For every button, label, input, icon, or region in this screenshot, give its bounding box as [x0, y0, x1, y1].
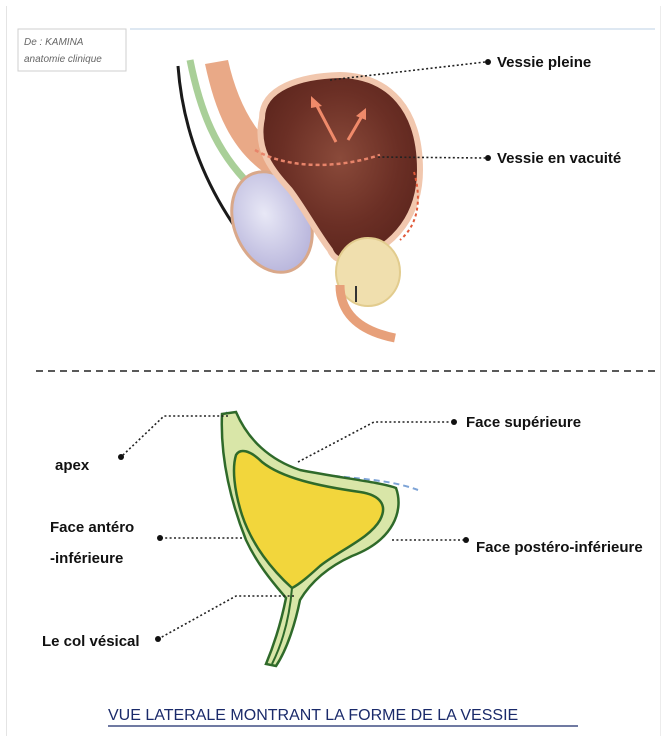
- source-box: De : KAMINA anatomie clinique: [18, 29, 126, 71]
- bladder-schematic: [222, 412, 418, 666]
- empty-bladder-dot: [485, 155, 491, 161]
- superior-face-label: Face supérieure: [466, 414, 581, 431]
- full-bladder-leader: [330, 62, 485, 80]
- superior-face-dot: [451, 419, 457, 425]
- sagittal-bladder-illustration: [178, 60, 420, 338]
- bladder-neck-dot: [155, 636, 161, 642]
- posteroinferior-label: Face postéro-inférieure: [476, 539, 643, 556]
- anteroinferior-label-line2: -inférieure: [50, 550, 123, 567]
- apex-label: apex: [55, 457, 90, 474]
- apex-leader: [122, 416, 228, 456]
- source-line-1: De : KAMINA: [24, 37, 84, 48]
- full-bladder-label: Vessie pleine: [497, 54, 591, 71]
- apex-dot: [118, 454, 124, 460]
- source-line-2: anatomie clinique: [24, 54, 102, 65]
- superior-face-leader: [298, 422, 450, 462]
- figure-caption: VUE LATERALE MONTRANT LA FORME DE LA VES…: [108, 707, 518, 724]
- bladder-neck-label: Le col vésical: [42, 633, 140, 650]
- empty-bladder-label: Vessie en vacuité: [497, 150, 621, 167]
- posteroinferior-dot: [463, 537, 469, 543]
- bladder-neck-leader: [160, 596, 294, 638]
- anteroinferior-dot: [157, 535, 163, 541]
- full-bladder-dot: [485, 59, 491, 65]
- anteroinferior-label-line1: Face antéro: [50, 519, 134, 536]
